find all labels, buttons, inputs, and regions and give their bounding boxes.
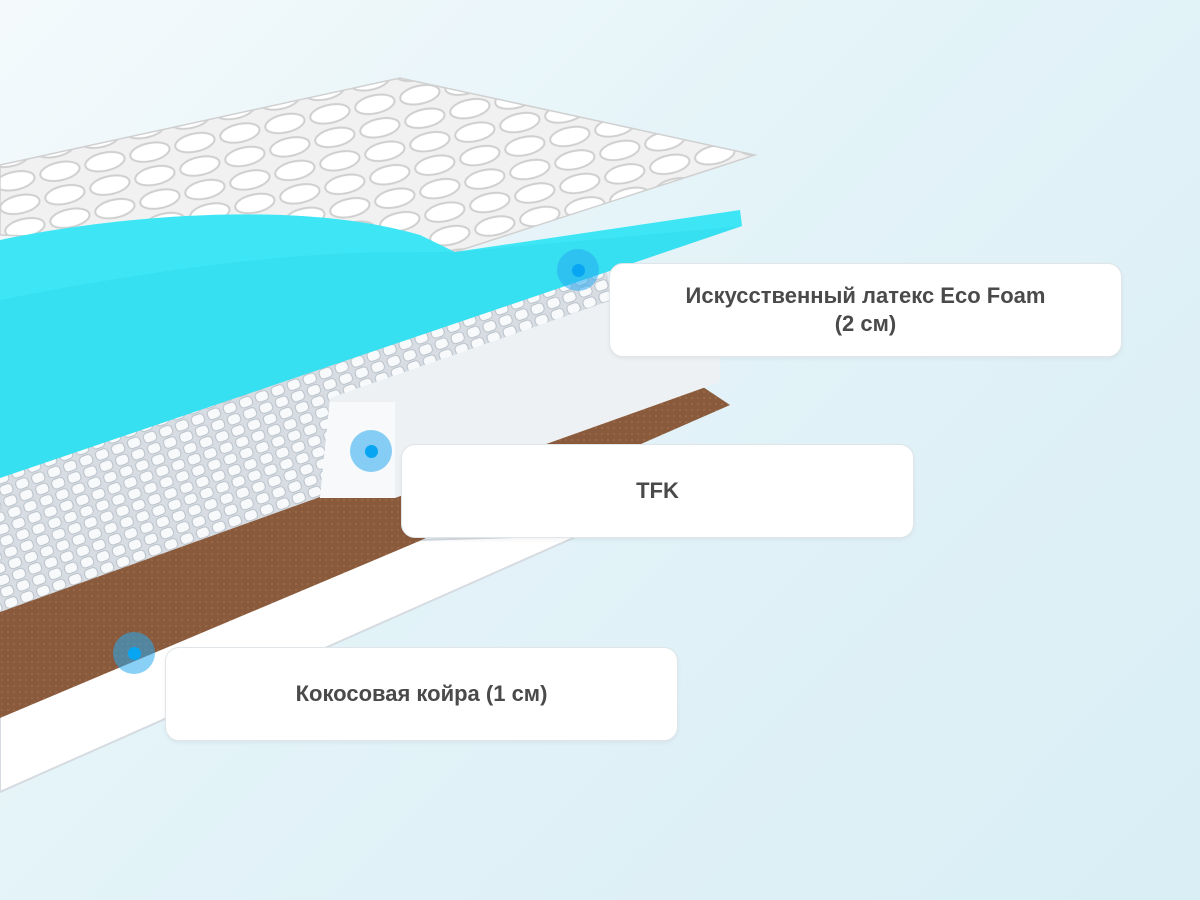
pocket-springs-layer: [0, 262, 612, 612]
label-coir-text: Кокосовая койра (1 см): [295, 681, 548, 706]
quilted-top-cover: [0, 77, 758, 253]
label-latex-eco-foam: Искусственный латекс Eco Foam (2 см): [609, 263, 1122, 357]
label-coconut-coir: Кокосовая койра (1 см): [165, 647, 678, 741]
label-tfk: TFK: [401, 444, 914, 538]
label-tfk-text: TFK: [636, 478, 679, 503]
label-latex-line2: (2 см): [834, 311, 897, 336]
marker-dot-tfk[interactable]: [350, 430, 392, 472]
marker-dot-coir[interactable]: [113, 632, 155, 674]
marker-dot-latex[interactable]: [557, 249, 599, 291]
label-latex-line1: Искусственный латекс Eco Foam: [685, 283, 1046, 308]
